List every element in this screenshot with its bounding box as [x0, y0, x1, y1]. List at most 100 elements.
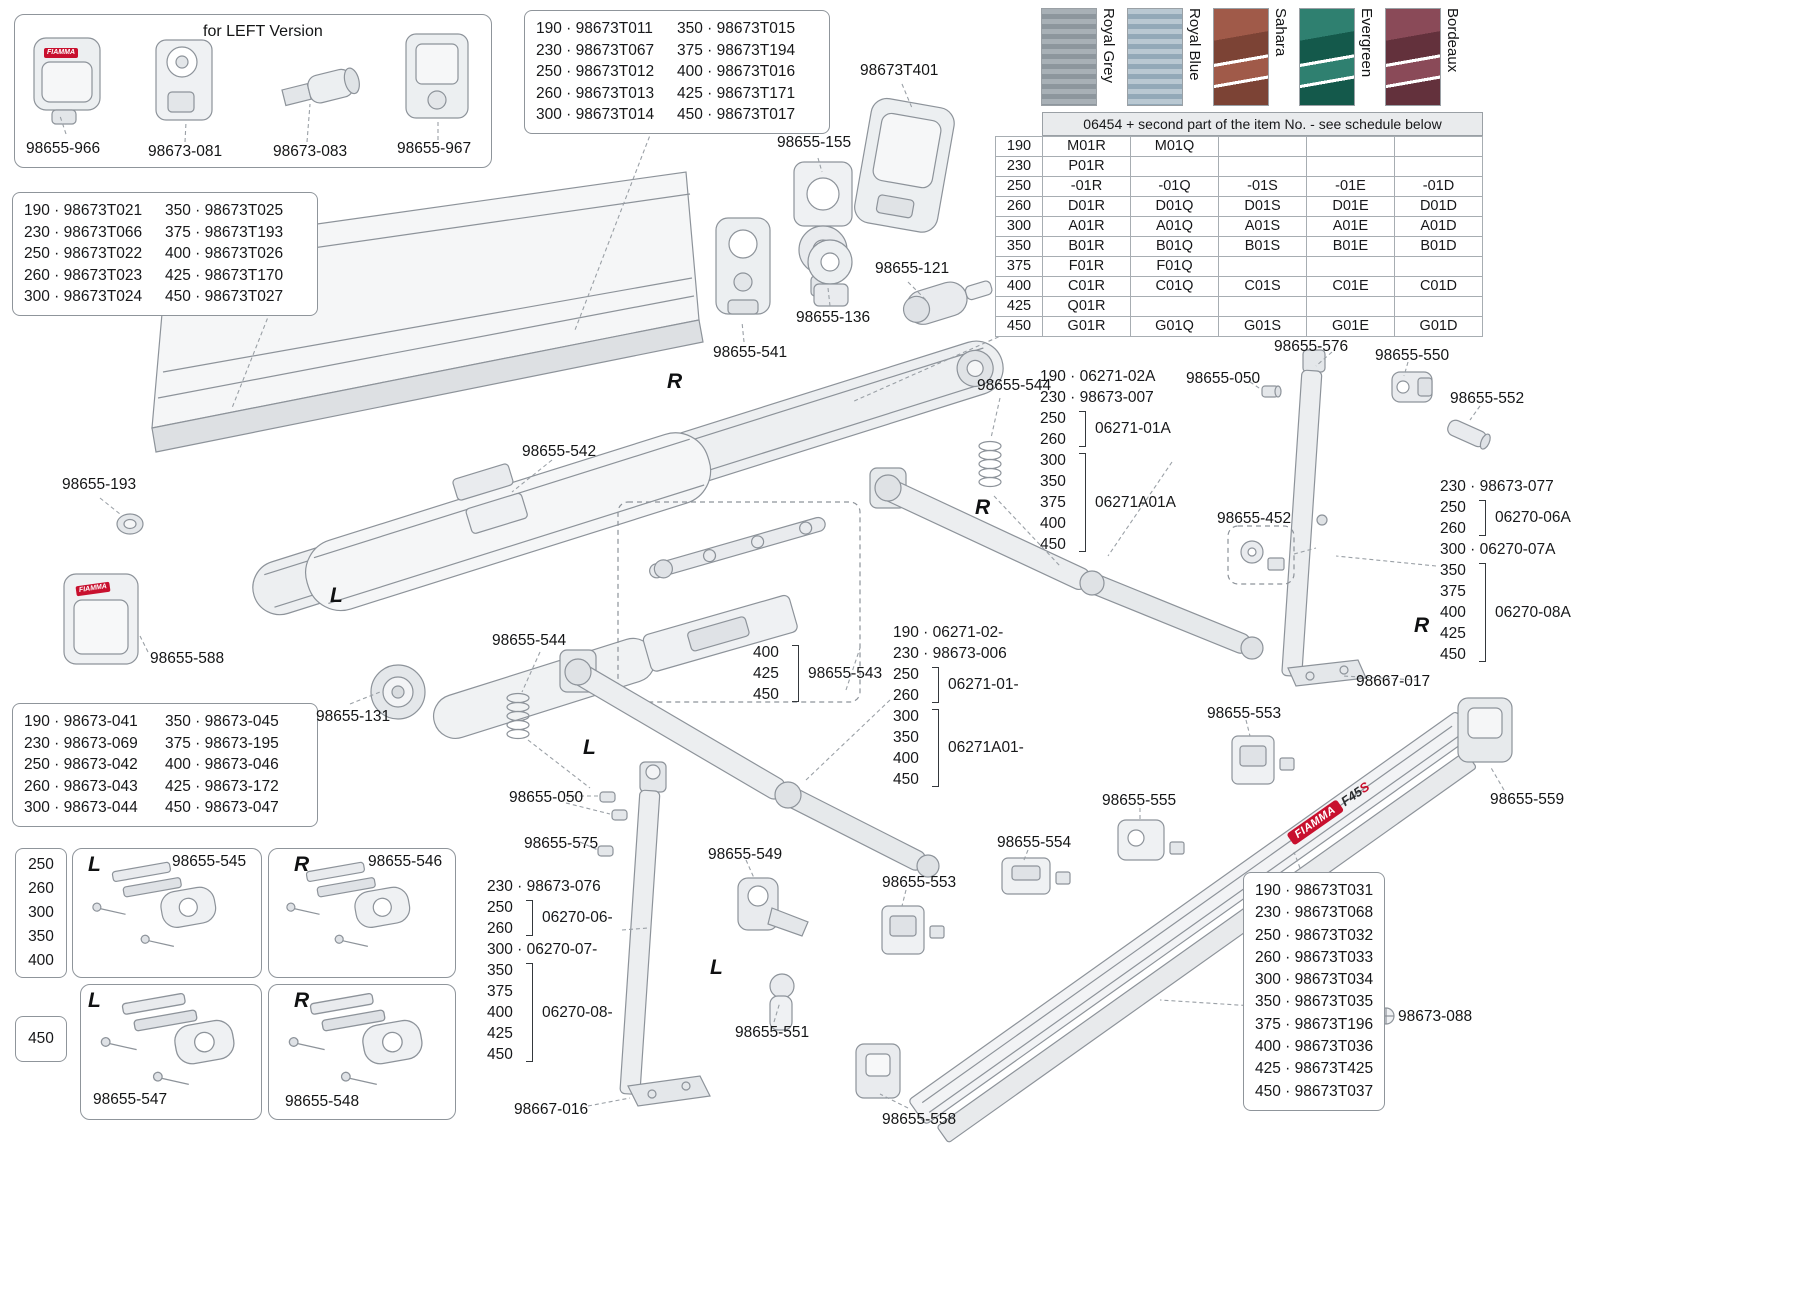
part-label-98655-576: 98655-576 [1274, 338, 1349, 355]
tension-spring-left-drawing [506, 692, 530, 740]
part-label-98655-967: 98655-967 [397, 140, 472, 157]
marker-right-arm: R [975, 496, 991, 519]
part-label-98655-550: 98655-550 [1375, 347, 1450, 364]
swatch-label: Evergreen [1358, 8, 1375, 78]
size-value: 260 [28, 880, 54, 897]
part-number: 06270-06A [1495, 509, 1571, 526]
part-number: 190 · 98673T011 [536, 20, 653, 37]
left-spring-arm-drawing [559, 649, 940, 878]
end-cap-967-drawing [405, 33, 469, 119]
part-number: 375 · 98673-195 [165, 734, 279, 752]
color-code-cell: C01R [1043, 277, 1130, 296]
part-table-row: 350 · 98673T035 [1255, 991, 1373, 1013]
fabric-swatch: Royal Blue [1127, 8, 1213, 112]
part-number: 350 · 98673T035 [1255, 993, 1374, 1011]
part-label-98655-121: 98655-121 [875, 260, 950, 277]
swatch-image [1213, 8, 1269, 106]
size-cell: 250 [996, 177, 1042, 196]
part-label-98655-549: 98655-549 [708, 846, 783, 863]
color-code-cell [1307, 257, 1394, 276]
color-code-cell: A01S [1219, 217, 1306, 236]
color-code-cell: D01R [1043, 197, 1130, 216]
part-number: 06271A01A [1095, 493, 1177, 511]
color-code-cell: D01D [1395, 197, 1482, 216]
part-number: 230 · 98673T067 [536, 41, 655, 59]
end-cap-588-drawing [63, 573, 139, 665]
part-table-row: 250 · 98673T032 [1255, 925, 1373, 947]
color-code-cell: -01S [1219, 177, 1306, 196]
color-code-cell: G01E [1307, 317, 1394, 336]
fabric-swatch: Bordeaux [1385, 8, 1471, 112]
size-cell: 425 [996, 297, 1042, 316]
part-number: 98655-543 [808, 664, 883, 682]
part-table-case-top: 190 · 98673T011 350 · 98673T015 230 · 9867… [524, 10, 830, 134]
bracket-row: 230 · 98673-006 [893, 645, 1007, 662]
part-number: 450 · 98673T017 [677, 106, 796, 123]
part-number: 425 · 98673-172 [165, 777, 279, 795]
size-value: 350 [28, 928, 54, 945]
color-code-cell: A01Q [1131, 217, 1218, 236]
part-label-98655-193: 98655-193 [62, 476, 137, 493]
part-table-row: 450 · 98673T037 [1255, 1081, 1373, 1103]
color-code-cell [1395, 297, 1482, 316]
bracket-row: 230 · 98673-076 [487, 878, 601, 895]
color-code-cell: C01S [1219, 277, 1306, 296]
marker-rail-547: L [88, 989, 101, 1012]
part-label-98655-553-left: 98655-553 [882, 874, 957, 891]
swatch-label: Royal Grey [1100, 8, 1117, 84]
color-code-cell [1395, 137, 1482, 156]
color-code-cell: A01R [1043, 217, 1130, 236]
bracket-541-drawing [715, 217, 771, 315]
part-number: 450 · 98673-047 [165, 799, 279, 816]
tension-spring-right-drawing [978, 440, 1002, 488]
pins-050-left-drawing [599, 791, 628, 821]
part-label-98673-088: 98673-088 [1398, 1008, 1473, 1025]
part-number: 300 · 98673T024 [24, 288, 143, 305]
fiamma-wordmark-mini-966: FIAMMA [44, 48, 78, 58]
part-label-98655-544-right: 98655-544 [977, 377, 1052, 394]
part-label-98655-551: 98655-551 [735, 1024, 810, 1041]
part-label-98667-017: 98667-017 [1356, 673, 1431, 690]
color-code-cell: G01S [1219, 317, 1306, 336]
part-table-row: 230 · 98673T068 [1255, 902, 1373, 924]
color-code-cell: G01R [1043, 317, 1130, 336]
part-label-98655-541: 98655-541 [713, 344, 788, 361]
fabric-swatch: Evergreen [1299, 8, 1385, 112]
marker-left-case: L [330, 584, 343, 607]
part-number: 260 · 98673T023 [24, 266, 143, 284]
fabric-swatch: Royal Grey [1041, 8, 1127, 112]
color-code-cell: B01E [1307, 237, 1394, 256]
part-label-98655-050-right: 98655-050 [1186, 370, 1261, 387]
part-table-row: 425 · 98673T425 [1255, 1058, 1373, 1080]
bracket-row: 190 · 06271-02A [1040, 368, 1156, 385]
part-label-98655-558: 98655-558 [882, 1111, 957, 1128]
part-number: 350 · 98673T015 [677, 20, 796, 37]
part-number: 400 · 98673T016 [677, 63, 796, 80]
part-label-98655-575: 98655-575 [524, 835, 599, 852]
part-number: 425 · 98673T171 [677, 84, 796, 102]
color-code-cell: G01D [1395, 317, 1482, 336]
swatch-image [1385, 8, 1441, 106]
part-number: 375 · 98673T196 [1255, 1015, 1374, 1033]
color-code-cell: -01R [1043, 177, 1130, 196]
part-label-98655-547: 98655-547 [93, 1091, 168, 1108]
clamp-136-drawing [807, 239, 853, 307]
marker-rail-548: R [294, 989, 310, 1012]
bracket-row: 300 · 06270-07- [487, 941, 598, 958]
color-code-cell: B01R [1043, 237, 1130, 256]
